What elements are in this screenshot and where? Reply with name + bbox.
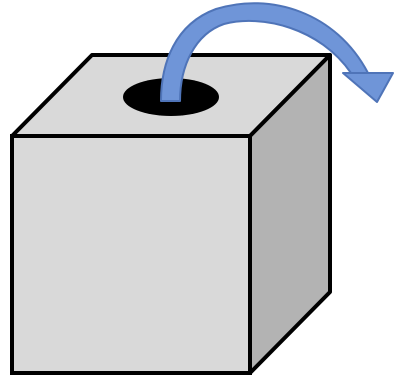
curved-arrow-head [342,72,394,103]
box-icon [10,53,332,375]
box-front-face [10,134,252,375]
curved-arrow-icon [160,2,394,103]
